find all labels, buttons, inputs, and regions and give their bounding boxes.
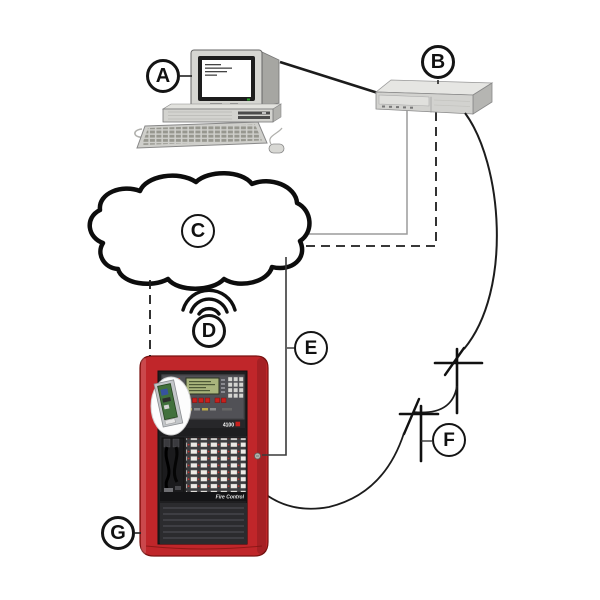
device-buttons xyxy=(382,105,413,109)
head-bottom-strip xyxy=(161,420,245,428)
case-top xyxy=(161,103,283,110)
keyboard-keys xyxy=(142,124,262,145)
device-front-texture xyxy=(433,99,471,107)
lcd-text-lines xyxy=(189,381,215,392)
panel-shade-right xyxy=(257,358,266,554)
model-logo-square xyxy=(235,421,241,427)
antenna-icon-bottom xyxy=(398,397,440,463)
antenna-to-panel-wire xyxy=(267,432,405,510)
monitor-side xyxy=(261,51,280,108)
label-f: F xyxy=(432,423,466,457)
device-recessed-panel xyxy=(378,94,430,107)
label-b: B xyxy=(421,45,455,79)
mid-indicator-column xyxy=(221,379,225,393)
device-to-antenna-wire xyxy=(463,112,498,350)
network-device xyxy=(374,79,494,115)
desktop-computer xyxy=(134,49,285,154)
device-to-cloud-line xyxy=(296,110,408,235)
device-to-cloud-dashed-line xyxy=(299,112,437,247)
keypad xyxy=(227,376,244,399)
panel-model-text: 4100 xyxy=(223,422,234,428)
label-e: E xyxy=(294,331,328,365)
panel-highlight-left xyxy=(141,358,146,554)
label-c: C xyxy=(181,214,215,248)
vent-louvers xyxy=(160,503,247,544)
cloud-to-panel-wire xyxy=(262,257,287,456)
switch-module-bay xyxy=(160,436,247,498)
label-g: G xyxy=(101,516,135,550)
network-card xyxy=(153,379,184,428)
label-a: A xyxy=(146,59,180,93)
power-led xyxy=(247,98,250,101)
cable-module xyxy=(161,437,185,497)
drive-slots xyxy=(238,111,270,119)
door-label-strip xyxy=(160,492,247,501)
case-grooves xyxy=(168,111,232,120)
switch-modules xyxy=(185,437,247,497)
panel-screw xyxy=(254,452,261,460)
mouse-cable xyxy=(269,127,283,145)
fire-alarm-control-panel: 4100 xyxy=(139,355,269,557)
antenna-icon-top xyxy=(433,346,484,415)
panel-bottom-crease xyxy=(145,545,263,550)
mouse xyxy=(268,143,285,154)
wireless-signal-icon xyxy=(181,288,237,316)
lcd-display xyxy=(185,377,220,395)
fire-control-label: Fire Control xyxy=(216,495,245,501)
detail-callout xyxy=(150,376,192,436)
computer-to-device-line xyxy=(279,60,379,95)
label-d: D xyxy=(192,314,226,348)
monitor-screen xyxy=(202,60,251,97)
screen-text-lines xyxy=(205,64,232,76)
